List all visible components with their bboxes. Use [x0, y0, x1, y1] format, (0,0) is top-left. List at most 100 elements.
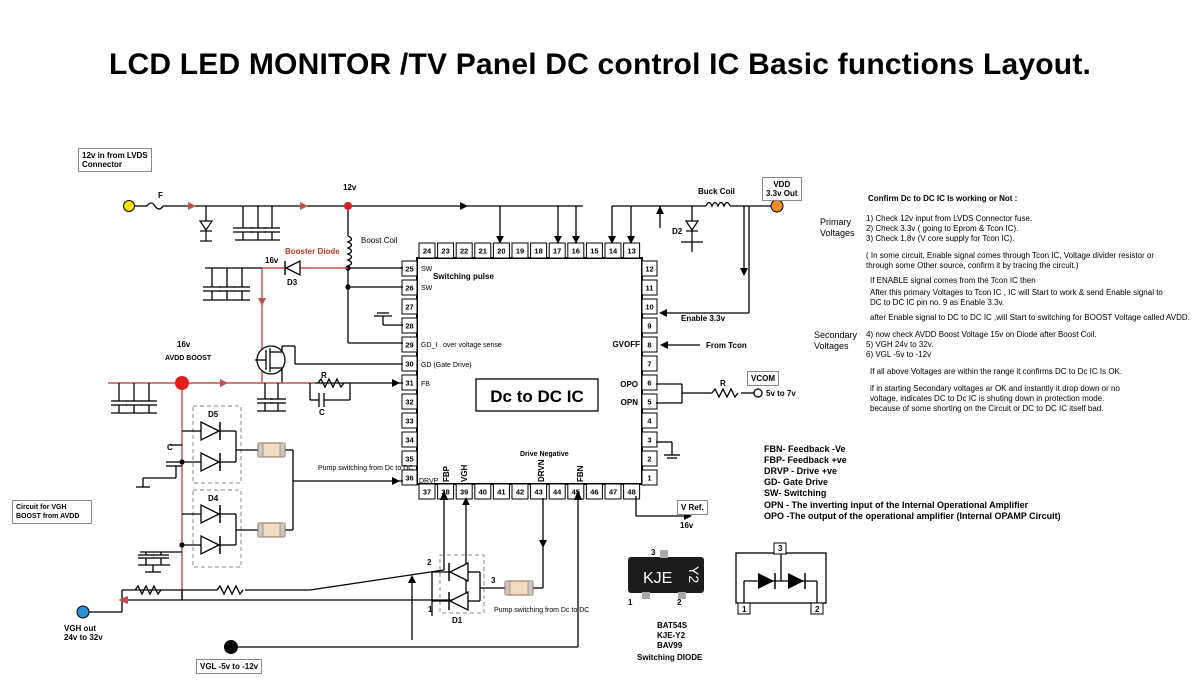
ic-pin-10: 10 — [645, 303, 653, 312]
ic-pin-32-box — [401, 393, 418, 410]
primary-label-1: Primary — [820, 217, 851, 227]
v16-label-b: 16v — [680, 521, 694, 530]
ic-pin-47: 47 — [609, 488, 617, 497]
note-protection-1: if in starting Secondary voltages ar OK … — [870, 384, 1120, 393]
ic-pin-10-box — [641, 298, 658, 315]
pin-label-gvoff: GVOFF — [612, 340, 640, 349]
ic-pin-44: 44 — [553, 488, 562, 497]
ic-pin-15: 15 — [590, 247, 598, 256]
pin-label-drvp: DRVP — [419, 478, 439, 485]
pin-label-opo: OPO — [620, 380, 638, 389]
ic-pin-48-box — [623, 483, 641, 500]
switching-diode-label: Switching DIODE — [637, 653, 703, 662]
ic-pin-6: 6 — [647, 379, 651, 388]
ic-pin-31: 31 — [405, 379, 413, 388]
ic-pin-29-box — [401, 336, 418, 353]
pin-label-sw2: SW — [421, 285, 433, 292]
primary-check-1: 1) Check 12v input from LVDS Connector f… — [866, 214, 1033, 223]
legend-fbp: FBP- Feedback +ve — [764, 455, 847, 465]
input-node-12v — [123, 200, 135, 212]
avdd-v-label: 16v — [177, 340, 191, 349]
from-tcon-label: From Tcon — [706, 341, 747, 350]
ic-pin-42: 42 — [516, 488, 524, 497]
vgh-out-label-2: 24v to 32v — [64, 633, 103, 642]
ic-pin-18: 18 — [534, 247, 542, 256]
check-notes: Confirm Dc to DC IC Is working or Not : … — [814, 194, 1190, 414]
vdd-label-1: VDD — [773, 180, 791, 189]
ic-pin-16: 16 — [572, 247, 580, 256]
ic-pin-37-box — [418, 483, 436, 500]
ic-pin-21-box — [474, 242, 492, 259]
ic-pin-25: 25 — [405, 265, 413, 274]
ic-pin-9: 9 — [647, 322, 651, 331]
booster-diode-label: Booster Diode — [285, 247, 340, 256]
pin-label-fb: FB — [421, 381, 430, 388]
note-enable-source-1: ( In some circuit, Enable signal comes t… — [866, 251, 1154, 260]
legend-opn: OPN - The inverting input of the Interna… — [764, 500, 1029, 510]
v12-label: 12v — [343, 183, 357, 192]
d2-label: D2 — [672, 227, 683, 236]
ic-pin-35: 35 — [405, 455, 413, 464]
boost-coil-label: Boost Coil — [361, 236, 398, 245]
diode-package — [628, 557, 704, 593]
d5-diodes — [200, 420, 221, 473]
ic-pin-27-box — [401, 298, 418, 315]
ic-pin-21: 21 — [479, 247, 487, 256]
pin-legend: FBN- Feedback -Ve FBP- Feedback +ve DRVP… — [764, 444, 1061, 522]
ic-pin-45: 45 — [572, 488, 580, 497]
pin-label-over-voltage: over voltage sense — [443, 342, 502, 349]
ic-pin-43: 43 — [534, 488, 542, 497]
bat54s-label: BAT54S — [657, 621, 688, 630]
pin-label-fbp: FBP — [442, 465, 451, 482]
ic-pin-23-box — [437, 242, 455, 259]
ic-pin-1: 1 — [647, 474, 651, 483]
ic-pin-5: 5 — [647, 398, 651, 407]
ic-pin-19: 19 — [516, 247, 524, 256]
secondary-check-5: 5) VGH 24v to 32v. — [866, 340, 934, 349]
avdd-node — [175, 376, 189, 390]
note-after-enable: after Enable signal to DC to DC IC ,will… — [870, 313, 1190, 322]
legend-drvp: DRVP - Drive +ve — [764, 466, 837, 476]
vcom-box: VCOM — [747, 371, 779, 386]
ic-pin-48: 48 — [627, 488, 635, 497]
ic-pin-27: 27 — [405, 303, 413, 312]
ic-pin-8: 8 — [647, 341, 651, 350]
pump-labels: Pump switching from Dc to DC Pump switch… — [318, 465, 589, 614]
d1-label: D1 — [452, 616, 463, 625]
note-enable-source-2: through some Other source, confirm it by… — [866, 261, 1079, 270]
pin-label-opn: OPN — [621, 398, 639, 407]
node-12v — [344, 202, 352, 210]
pkg-marking2: Y2 — [686, 566, 702, 583]
enable-label: Enable 3.3v — [681, 314, 726, 323]
drive-negative-label: Drive Negative — [520, 451, 569, 458]
d1-pin3-label: 3 — [491, 576, 496, 585]
legend-sw: SW- Switching — [764, 488, 827, 498]
pin-label-vgh: VGH — [460, 464, 469, 482]
vgh-out-node — [76, 605, 90, 619]
ic-pin-41: 41 — [497, 488, 505, 497]
dc-dc-ic-body — [416, 257, 643, 485]
notes-heading: Confirm Dc to DC IC Is working or Not : — [868, 194, 1018, 203]
ic-pin-12-box — [641, 260, 658, 277]
ic-pin-33-box — [401, 412, 418, 429]
legend-opo: OPO -The output of the operational ampli… — [764, 511, 1061, 521]
vcom-range-label: 5v to 7v — [766, 389, 796, 398]
ic-pin-19-box — [511, 242, 529, 259]
secondary-label-1: Secondary — [814, 330, 858, 340]
vgh-circuit-box: Circuit for VGH BOOST from AVDD — [12, 500, 92, 524]
d1-pin2-label: 2 — [427, 558, 432, 567]
note-range-ok: If all above Voltages are within the ran… — [870, 367, 1123, 376]
ic-pin-14: 14 — [609, 247, 618, 256]
d3-label: D3 — [287, 278, 298, 287]
ic-pin-22: 22 — [460, 247, 468, 256]
ic-pin-12: 12 — [645, 265, 653, 274]
note-protection-2: voltage, indicates DC to Dc IC is shutin… — [870, 394, 1105, 403]
ic-pin-47-box — [604, 483, 622, 500]
ic-pin-42-box — [511, 483, 529, 500]
ic-name-box — [475, 378, 599, 412]
avdd-label: AVDD BOOST — [165, 355, 212, 362]
ic-pin-3: 3 — [647, 436, 651, 445]
ic-pin-22-box — [455, 242, 473, 259]
